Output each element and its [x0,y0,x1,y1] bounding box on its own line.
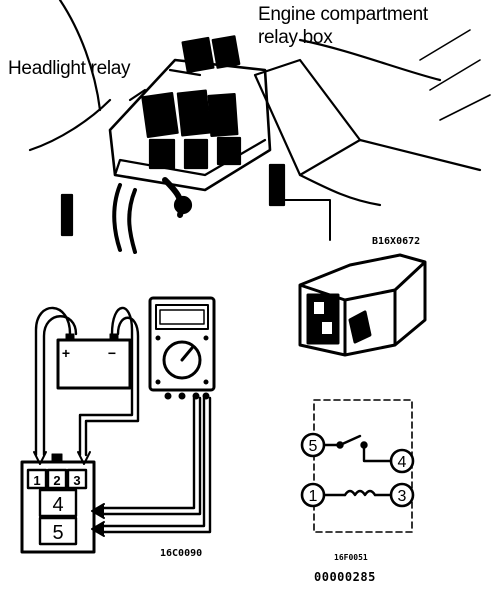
battery-minus-label: − [108,345,116,361]
battery-plus-label: + [62,345,70,361]
relay-box-label: relay box [258,27,333,48]
test-setup: 1 2 3 4 5 + − [20,296,216,554]
multimeter [148,296,216,400]
terminal-5-label: 5 [52,522,63,544]
node-3-label: 3 [398,488,407,505]
terminal-1-label: 1 [33,473,40,488]
node-5-label: 5 [309,438,318,455]
engine-compartment-label: Engine compartment [258,4,428,25]
relay-connector [20,453,96,554]
node-1 [300,482,326,508]
relay-view-code: B16X0672 [372,236,421,247]
schematic-code: 16F0051 [334,553,368,562]
headlight-relay-label: Headlight relay [8,58,131,79]
engine-compartment-illustration [28,0,491,254]
terminal-3-label: 3 [73,473,80,488]
node-4 [389,448,415,474]
terminal-4-label: 4 [52,494,63,516]
relay-perspective-view [298,253,427,357]
node-1-label: 1 [309,488,318,505]
node-3 [389,482,415,508]
relay-schematic: 5 4 1 3 [300,399,415,533]
node-5 [300,432,326,458]
battery [56,338,132,390]
node-4-label: 4 [398,454,407,471]
terminal-2-label: 2 [53,473,60,488]
test-setup-code: 16C0090 [160,548,203,559]
figure-number: 00000285 [314,570,376,584]
